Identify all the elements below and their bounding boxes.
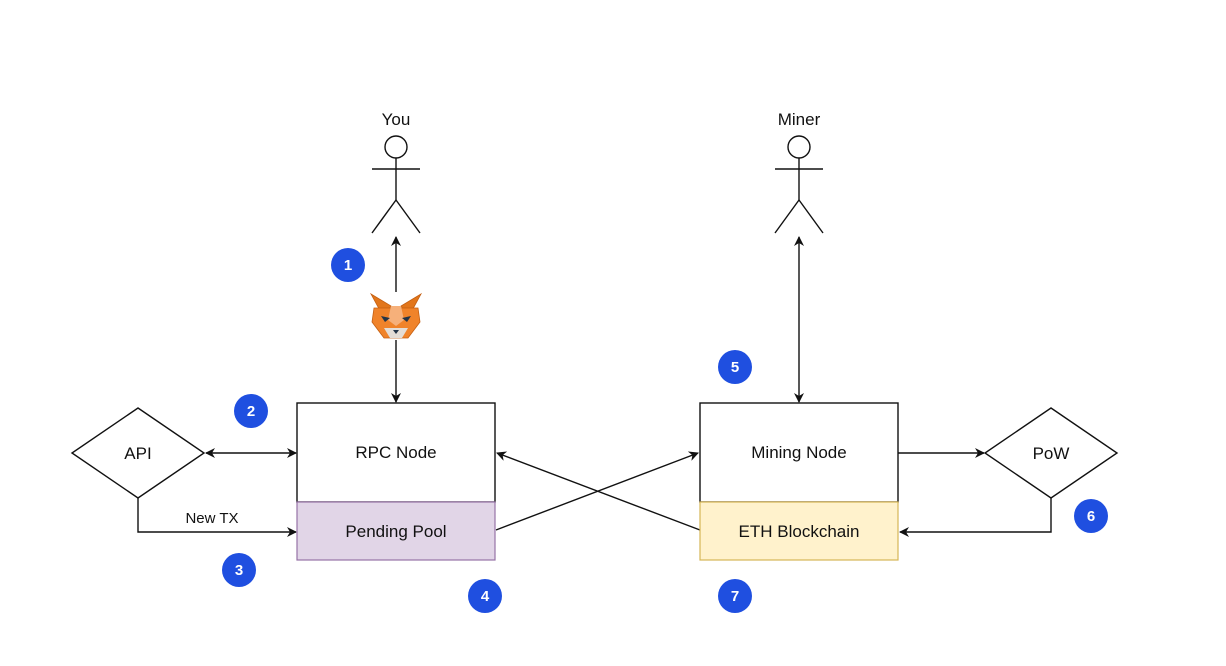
pow-node: PoW: [983, 407, 1119, 499]
connectors: [137, 236, 1052, 537]
metamask-fox-icon: [369, 292, 423, 339]
edge-pow-eth-blockchain: [899, 498, 1052, 537]
mining-node: Mining Node: [699, 402, 899, 503]
rpc-node-label: RPC Node: [355, 443, 436, 462]
svg-text:1: 1: [344, 257, 352, 274]
edge-api-pending-pool: [137, 498, 297, 537]
step-badge-7: 7: [718, 579, 752, 613]
edge-eth-blockchain-rpc: [496, 451, 701, 531]
step-badge-1: 1: [331, 248, 365, 282]
person-icon: [774, 135, 824, 234]
pending-pool: Pending Pool: [296, 501, 496, 561]
svg-text:4: 4: [481, 588, 490, 605]
svg-text:3: 3: [235, 562, 243, 579]
step-badge-5: 5: [718, 350, 752, 384]
actor-miner-label: Miner: [778, 110, 821, 129]
step-badge-6: 6: [1074, 499, 1108, 533]
actor-you-label: You: [382, 110, 411, 129]
eth-blockchain-label: ETH Blockchain: [739, 522, 860, 541]
pending-pool-label: Pending Pool: [345, 522, 446, 541]
eth-blockchain: ETH Blockchain: [699, 501, 899, 561]
api-node: API: [70, 407, 206, 499]
step-badge-3: 3: [222, 553, 256, 587]
pow-label: PoW: [1033, 444, 1070, 463]
svg-text:2: 2: [247, 403, 255, 420]
svg-text:6: 6: [1087, 508, 1095, 525]
svg-text:7: 7: [731, 588, 739, 605]
actor-miner: Miner: [774, 110, 824, 234]
edge-label-new-tx: New TX: [185, 510, 238, 527]
person-icon: [371, 135, 421, 234]
api-label: API: [124, 444, 151, 463]
step-badges: 1 2 3 4 5 6 7: [222, 248, 1108, 613]
step-badge-4: 4: [468, 579, 502, 613]
actor-you: You: [371, 110, 421, 234]
rpc-node: RPC Node: [296, 402, 496, 503]
mining-node-label: Mining Node: [751, 443, 846, 462]
step-badge-2: 2: [234, 394, 268, 428]
svg-text:5: 5: [731, 359, 739, 376]
